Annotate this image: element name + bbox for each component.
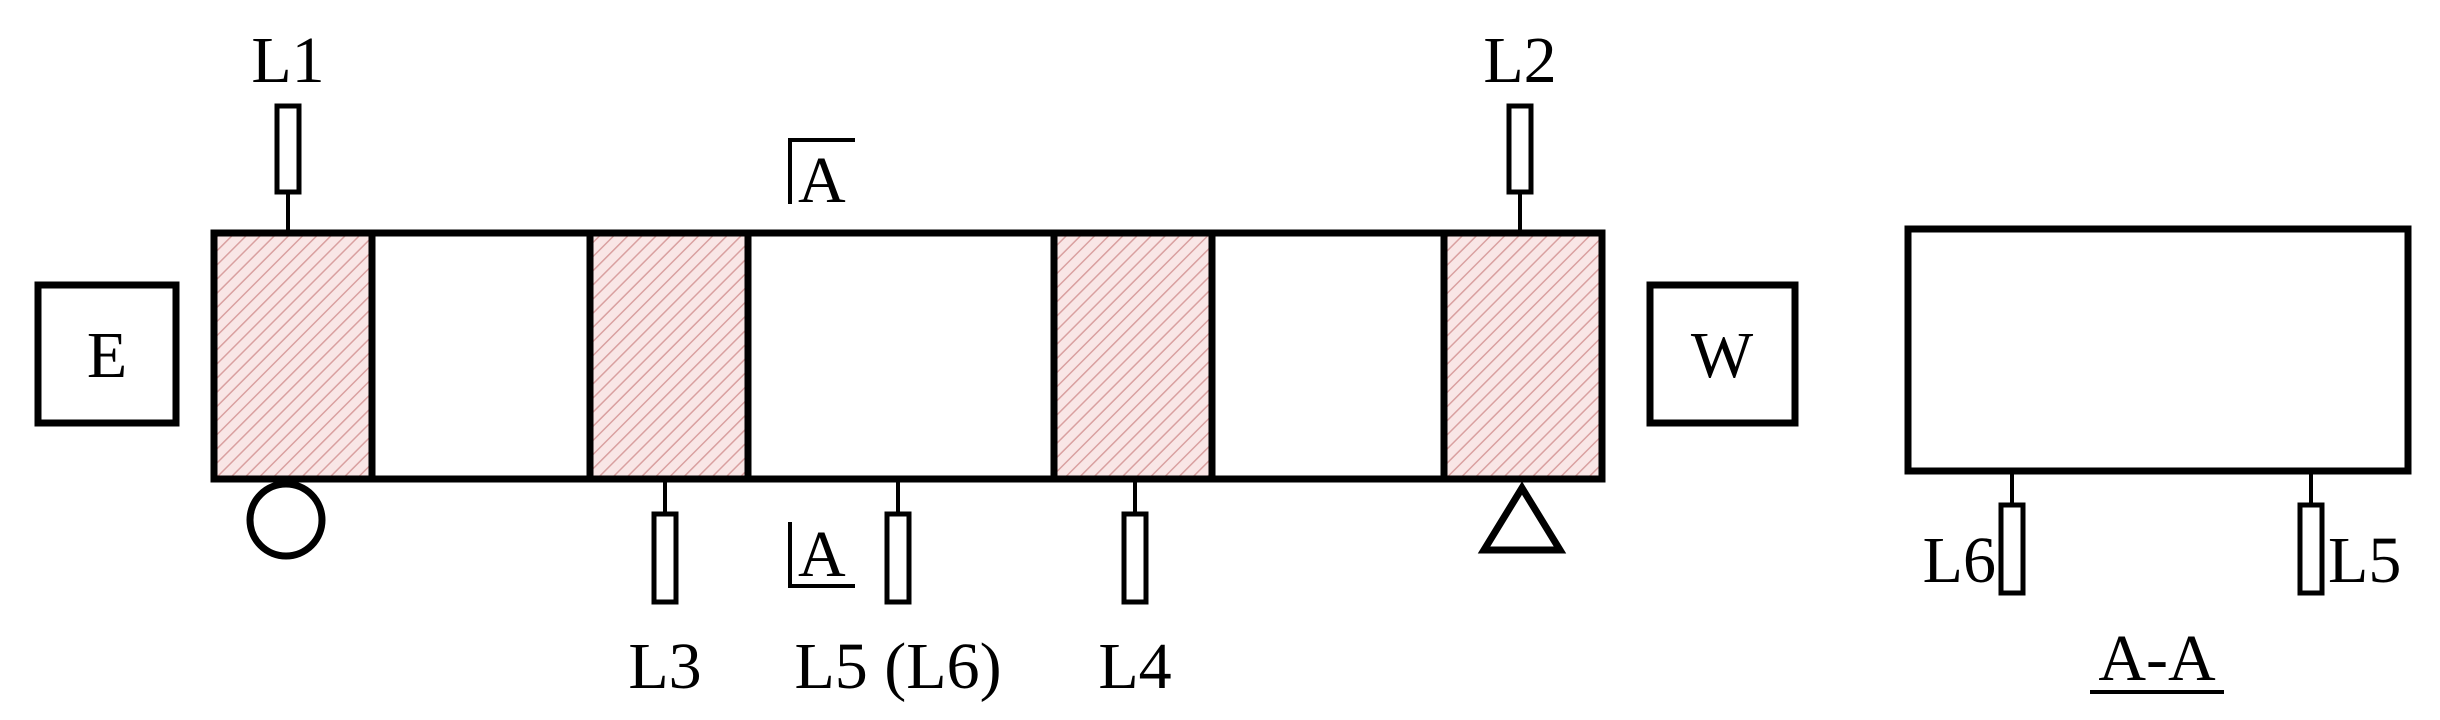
sensor-l2: L2 bbox=[1483, 24, 1557, 233]
sensor-l5-l6: L5 (L6) bbox=[794, 482, 1002, 703]
hatched-segment-3 bbox=[1050, 229, 1216, 483]
sensor-l4-label: L4 bbox=[1098, 630, 1171, 703]
section-marker-bottom-bracket bbox=[788, 522, 855, 588]
section-title: A-A bbox=[2098, 622, 2216, 695]
hatched-segment-1 bbox=[210, 229, 376, 483]
sensor-l2-body bbox=[1506, 103, 1534, 195]
plain-segment-2 bbox=[744, 229, 1058, 483]
cross-section: L6 L5 A-A bbox=[1904, 225, 2412, 695]
sensor-l2-label: L2 bbox=[1483, 24, 1556, 97]
sensor-l5-section-body bbox=[2297, 502, 2325, 596]
east-end-box bbox=[34, 281, 180, 427]
sensor-l4-body bbox=[1121, 511, 1149, 605]
section-marker-top-label: A bbox=[798, 144, 846, 217]
sensor-l1-body bbox=[274, 103, 302, 195]
sensor-l3-label: L3 bbox=[628, 630, 701, 703]
sensor-l5-section-label: L5 bbox=[2328, 524, 2401, 597]
sensor-l3: L3 bbox=[628, 482, 702, 703]
roller-support-icon bbox=[246, 480, 326, 560]
sensor-l5-l6-label: L5 (L6) bbox=[794, 630, 1001, 703]
beam bbox=[210, 229, 1606, 483]
sensor-l4: L4 bbox=[1098, 482, 1172, 703]
west-end-box bbox=[1646, 281, 1799, 427]
section-marker-top: A bbox=[788, 138, 855, 217]
east-end-label: E bbox=[87, 319, 127, 392]
plain-segment-1 bbox=[368, 229, 594, 483]
pin-support-icon bbox=[1477, 481, 1567, 554]
sensor-l1: L1 bbox=[251, 24, 325, 233]
cross-section-box bbox=[1904, 225, 2412, 475]
sensor-l6-section-label: L6 bbox=[1923, 524, 1996, 597]
hatched-segment-4 bbox=[1440, 229, 1606, 483]
sensor-l6-section-body bbox=[1998, 502, 2026, 596]
sensor-l5-l6-body bbox=[884, 511, 912, 605]
section-marker-top-bracket bbox=[788, 138, 855, 204]
section-marker-bottom: A bbox=[788, 518, 855, 591]
sensor-l1-label: L1 bbox=[251, 24, 324, 97]
section-marker-bottom-label: A bbox=[798, 518, 846, 591]
hatched-segment-2 bbox=[586, 229, 752, 483]
plain-segment-3 bbox=[1208, 229, 1448, 483]
west-end-label: W bbox=[1691, 319, 1754, 392]
sensor-l3-body bbox=[651, 511, 679, 605]
